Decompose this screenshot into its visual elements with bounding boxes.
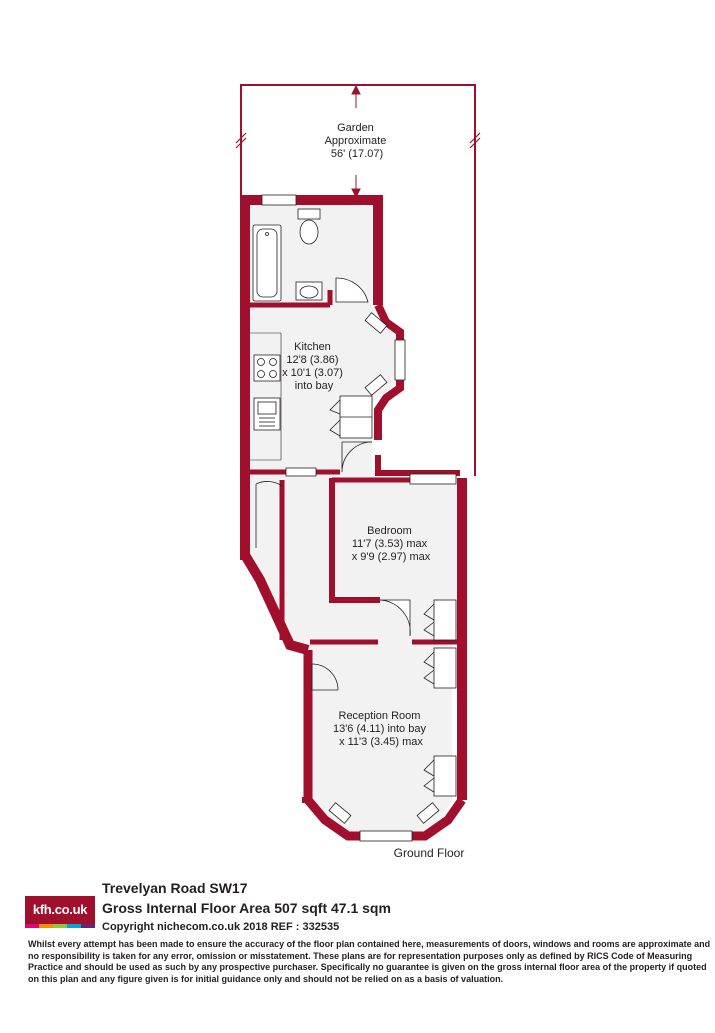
bedroom-door: [379, 599, 411, 637]
windows: [261, 194, 457, 842]
kitchen-label: Kitchen 12'8 (3.86) x 10'1 (3.07) into b…: [282, 341, 346, 392]
bedroom-label: Bedroom 11'7 (3.53) max x 9'9 (2.97) max: [352, 525, 431, 563]
reception-label: Reception Room 13'6 (4.11) into bay x 11…: [333, 710, 429, 748]
logo-stripe-4: [67, 924, 81, 928]
fixtures: [250, 208, 457, 824]
reception-door: [311, 663, 339, 691]
garden-label: Garden Approximate 56' (17.07): [325, 122, 390, 160]
logo-stripe-3: [53, 924, 67, 928]
logo-stripe: [25, 924, 95, 928]
bathroom-door: [335, 277, 369, 303]
logo-stripe-2: [39, 924, 53, 928]
copyright-notice: Copyright nichecom.co.uk 2018 REF : 3325…: [102, 921, 340, 933]
kitchen-door: [341, 441, 373, 473]
logo-text: kfh.co.uk: [32, 902, 88, 917]
garden-outline: [240, 84, 476, 476]
garden-boundary-marks: [235, 132, 481, 149]
hall-door: [255, 481, 283, 487]
floor-plan: Garden Approximate 56' (17.07) Kitchen 1…: [235, 84, 481, 860]
logo-stripe-5: [81, 924, 95, 928]
disclaimer-text: Whilst every attempt has been made to en…: [28, 939, 711, 984]
garden-dimension-arrow: [351, 84, 361, 199]
floor-area: [250, 205, 460, 832]
floor-label: Ground Floor: [394, 846, 465, 860]
doors: [255, 277, 411, 691]
toilet-icon: [297, 208, 321, 220]
hob-icon: [253, 354, 281, 382]
logo-stripe-1: [25, 924, 39, 928]
floor-area-summary: Gross Internal Floor Area 507 sqft 47.1 …: [102, 900, 391, 916]
walls: [240, 195, 467, 841]
kfh-logo: kfh.co.uk: [25, 896, 95, 928]
property-address: Trevelyan Road SW17: [102, 880, 248, 896]
